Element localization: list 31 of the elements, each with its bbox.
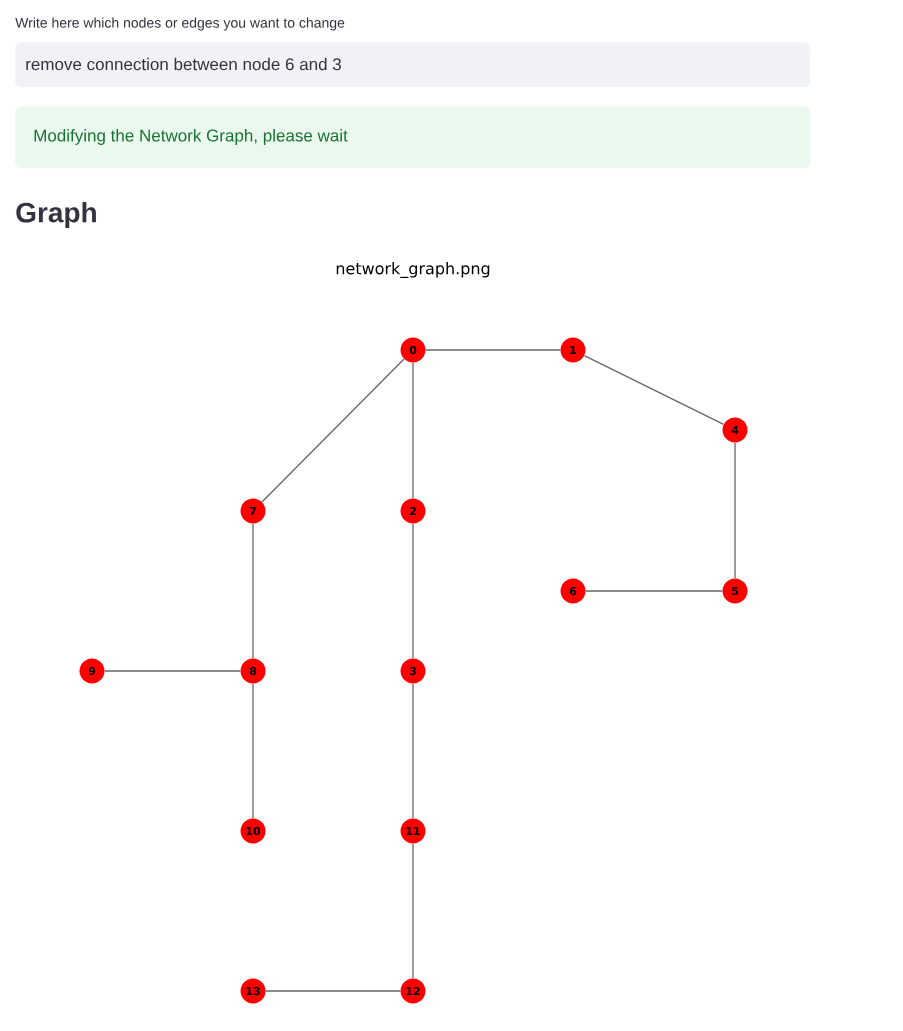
connector-line: [734, 442, 736, 579]
connector-line: [412, 683, 414, 819]
connector-line: [252, 683, 254, 819]
graph-node: 13: [240, 978, 266, 1004]
connector-line: [412, 843, 414, 979]
heading: Graph: [16, 201, 96, 229]
graph-node: 11: [400, 818, 426, 844]
image-caption: network_graph.png: [336, 262, 490, 278]
connector-line: [265, 990, 401, 992]
graph-node: 6: [560, 578, 586, 604]
graph-node: 1: [560, 337, 586, 363]
graph-node: 2: [400, 498, 426, 524]
connector-line: [412, 362, 414, 499]
connector-line: [104, 670, 241, 672]
connector-line: [261, 358, 405, 503]
graph-node: 3: [400, 658, 426, 684]
status-message: Modifying the Network Graph, please wait: [15, 106, 811, 169]
graph-node: 10: [240, 818, 266, 844]
graph-node: 0: [400, 337, 426, 363]
connector-line: [585, 590, 723, 592]
graph-node: 9: [79, 658, 105, 684]
graph-node: 7: [240, 498, 266, 524]
connector-line: [252, 523, 254, 659]
graph-node: 5: [722, 578, 748, 604]
connector-line: [412, 523, 414, 659]
graph-node: 8: [240, 658, 266, 684]
graph-node: 4: [722, 417, 748, 443]
connector-line: [425, 349, 561, 351]
connector-line: [583, 355, 725, 426]
input-field: remove connection between node 6 and 3: [15, 42, 811, 88]
graph-node: 12: [400, 978, 426, 1004]
